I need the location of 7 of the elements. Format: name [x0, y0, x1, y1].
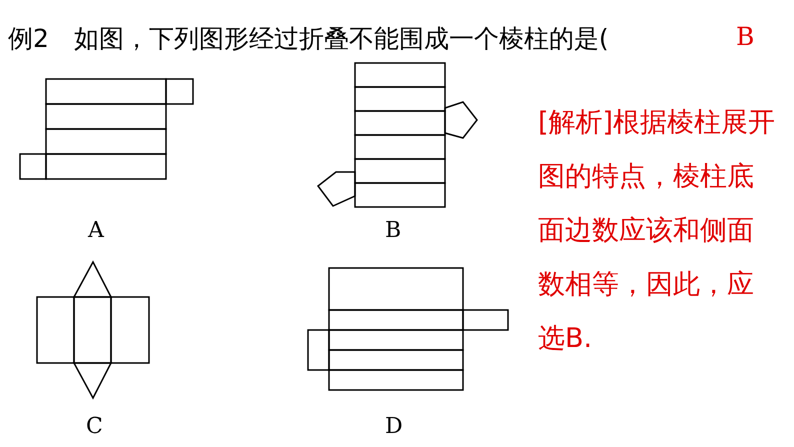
option-label: D — [385, 414, 403, 439]
option-label: B — [385, 218, 402, 243]
answer-letter: B — [736, 22, 754, 51]
explanation-text: [解析]根据棱柱展开图的特点，棱柱底面边数应该和侧面数相等，因此，应选B. — [538, 106, 776, 356]
option-label: A — [88, 218, 104, 243]
question-text: 例2 如图，下列图形经过折叠不能围成一个棱柱的是( — [8, 23, 609, 55]
option-label: C — [86, 414, 103, 439]
